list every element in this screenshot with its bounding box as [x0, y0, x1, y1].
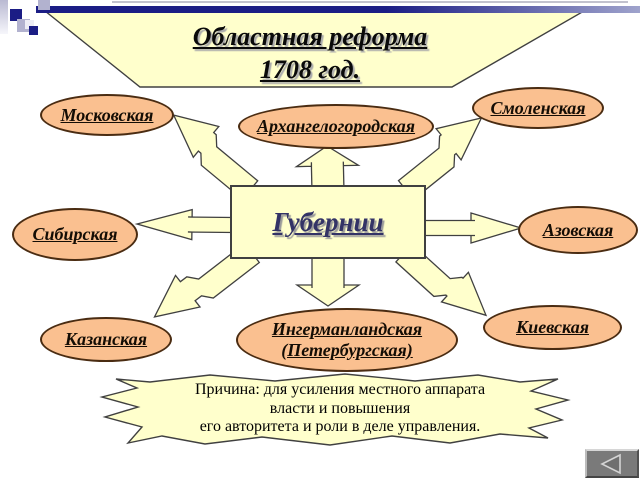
arrow-up — [294, 145, 361, 193]
reason-line-2: власти и повышения — [269, 399, 411, 417]
province-oval-smolenskaya: Смоленская — [472, 87, 604, 129]
arrow-down — [294, 253, 362, 307]
arrow-down-right — [394, 243, 488, 317]
province-oval-ingermanlandskaya: Ингерманландская (Петербургская) — [236, 308, 458, 372]
arrow-right — [421, 212, 524, 244]
arrow-left — [134, 208, 235, 241]
province-label: Смоленская — [490, 97, 586, 118]
province-label: Азовская — [542, 219, 614, 240]
slide-title: Областная реформа 1708 год. — [110, 20, 510, 86]
title-line-2: 1708 год. — [259, 55, 361, 84]
back-button[interactable] — [585, 449, 639, 478]
gubernii-label: Губернии — [272, 206, 384, 237]
province-label: Архангелогородская — [256, 116, 416, 137]
province-label: Казанская — [64, 329, 148, 350]
reason-banner-shape — [99, 373, 571, 446]
province-oval-sibirskaya: Сибирская — [12, 208, 138, 261]
province-label: Киевская — [516, 317, 589, 338]
province-label: Ингерманландская (Петербургская) — [271, 319, 423, 360]
province-oval-kievskaya: Киевская — [483, 305, 622, 350]
province-oval-arkhangelogorodskaya: Архангелогородская — [238, 104, 434, 149]
province-label: Московская — [60, 104, 154, 125]
reason-line-3: его авторитета и роли в деле управления. — [199, 418, 481, 435]
province-oval-azovskaya: Азовская — [518, 206, 638, 254]
arrow-up-right — [397, 117, 483, 201]
province-label: Сибирская — [32, 224, 118, 245]
arrow-up-left — [172, 114, 259, 201]
reason-text: Причина: для усиления местного аппарата … — [120, 381, 560, 437]
reason-line-1: Причина: для усиления местного аппарата — [194, 381, 486, 398]
title-line-1: Областная реформа — [192, 22, 428, 51]
gubernii-center-box: Губернии — [230, 185, 426, 259]
province-oval-kazanskaya: Казанская — [40, 317, 172, 362]
back-icon — [600, 453, 621, 474]
arrow-down-left — [153, 242, 261, 318]
province-oval-moskovskaya: Московская — [40, 94, 174, 136]
